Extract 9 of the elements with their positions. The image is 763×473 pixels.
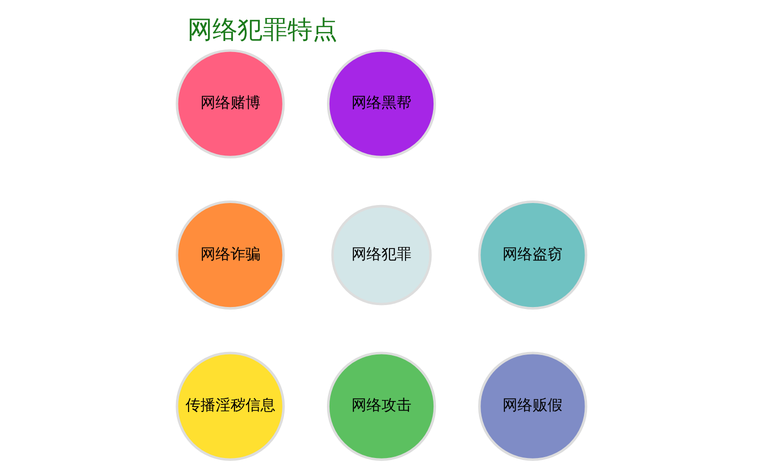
node-circle: 网络赌博 [176, 49, 285, 158]
node-circle: 网络贩假 [478, 352, 588, 461]
diagram-title: 网络犯罪特点 [187, 15, 338, 44]
node-circle: 网络攻击 [326, 352, 436, 461]
node-circle: 传播淫秽信息 [176, 352, 285, 461]
node-circle: 网络盗窃 [478, 200, 588, 310]
node-circle: 网络犯罪 [331, 204, 432, 306]
node-circle: 网络黑帮 [326, 49, 436, 158]
node-circle: 网络诈骗 [176, 200, 285, 310]
